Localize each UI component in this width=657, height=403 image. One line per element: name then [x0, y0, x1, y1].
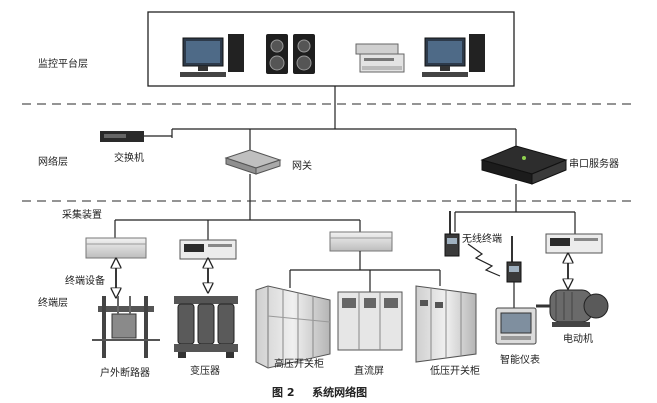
layer-label-network: 网络层 — [38, 157, 68, 168]
layer-label-terminal: 终端层 — [38, 298, 68, 309]
speakers-icon — [266, 34, 315, 74]
monitor-platform-frame — [147, 11, 515, 87]
switch-icon — [100, 131, 172, 142]
figure-caption: 图 2 系统网络图 — [272, 384, 367, 400]
smart-meter-icon — [495, 307, 537, 345]
transformer-label: 变压器 — [190, 366, 220, 377]
serial-server-icon — [480, 145, 568, 185]
workstation-2-icon — [422, 34, 485, 77]
hv-cabinet-label: 高压开关柜 — [274, 359, 324, 370]
wireless-terminal-1-icon — [444, 211, 460, 257]
figure-number: 图 2 — [272, 386, 295, 399]
dc-screen-icon — [337, 291, 403, 351]
motor-icon — [536, 289, 609, 327]
outdoor-breaker-label: 户外断路器 — [100, 368, 150, 379]
switch-label: 交换机 — [114, 153, 144, 164]
outdoor-breaker-icon — [92, 296, 160, 358]
terminal-device-label: 终端设备 — [65, 276, 105, 287]
printer-icon — [355, 43, 405, 73]
wireless-terminal-label: 无线终端 — [462, 234, 502, 245]
acquisition-box-1-icon — [85, 237, 147, 259]
layer-label-acquisition: 采集装置 — [62, 210, 102, 221]
acquisition-meter-2-icon — [545, 233, 603, 254]
gateway-label: 网关 — [292, 161, 312, 172]
transformer-icon — [174, 296, 238, 358]
layer-label-monitor: 监控平台层 — [38, 59, 88, 70]
figure-title: 系统网络图 — [312, 386, 368, 399]
acquisition-box-2-icon — [329, 231, 393, 252]
lv-cabinet-icon — [415, 285, 477, 363]
gateway-icon — [224, 149, 282, 175]
serial-server-label: 串口服务器 — [569, 159, 619, 170]
motor-label: 电动机 — [563, 334, 593, 345]
lv-cabinet-label: 低压开关柜 — [430, 366, 480, 377]
acquisition-meter-1-icon — [179, 239, 237, 260]
hv-cabinet-icon — [255, 285, 331, 369]
dc-screen-label: 直流屏 — [354, 366, 384, 377]
workstation-1-icon — [180, 34, 244, 77]
smart-meter-label: 智能仪表 — [500, 355, 540, 366]
wireless-terminal-2-icon — [506, 236, 522, 283]
wireless-signal-icon — [467, 243, 501, 277]
